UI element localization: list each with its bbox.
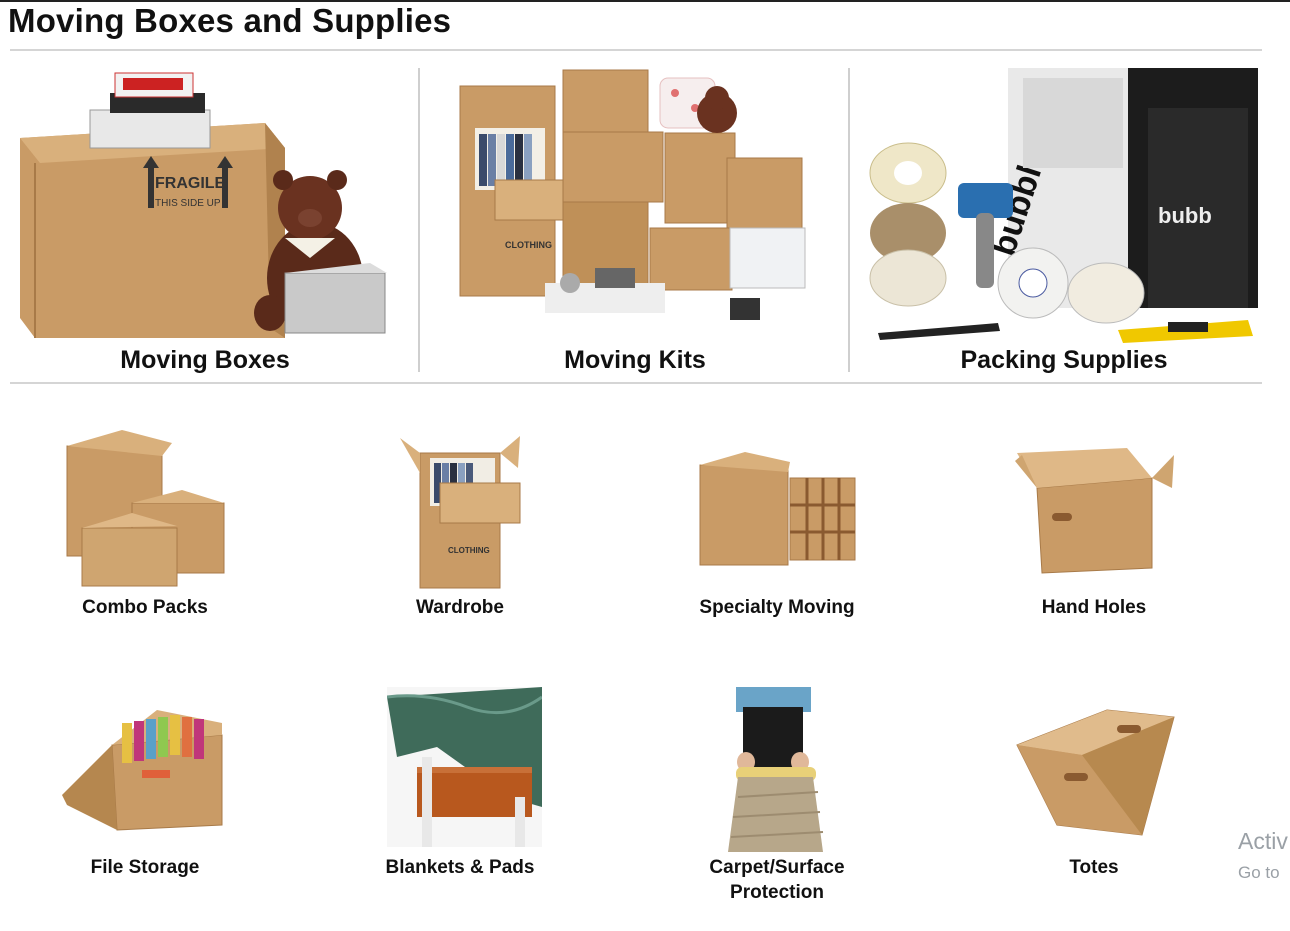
activation-watermark-title: Activ [1238, 828, 1288, 854]
hand-holes-image[interactable] [1012, 443, 1177, 578]
blankets-pads-image[interactable] [387, 687, 542, 847]
page-title: Moving Boxes and Supplies [8, 2, 452, 39]
specialty-moving-image[interactable] [695, 450, 860, 570]
wardrobe-label[interactable]: Wardrobe [416, 597, 504, 618]
column-divider [418, 68, 420, 372]
file-storage-label[interactable]: File Storage [90, 857, 200, 878]
svg-text:bubb: bubb [1158, 203, 1212, 228]
packing-supplies-image[interactable]: bubble bubb [868, 68, 1260, 343]
top-border [0, 0, 1290, 2]
featured-moving-kits-label[interactable]: Moving Kits [564, 346, 706, 374]
hand-holes-label[interactable]: Hand Holes [1041, 597, 1147, 618]
svg-text:FRAGILE: FRAGILE [155, 175, 226, 192]
file-storage-image[interactable] [62, 705, 227, 835]
svg-text:THIS SIDE UP: THIS SIDE UP [155, 198, 221, 209]
featured-moving-boxes-label[interactable]: Moving Boxes [120, 346, 290, 374]
totes-label[interactable]: Totes [1069, 857, 1119, 878]
moving-boxes-image[interactable]: FRAGILE THIS SIDE UP [15, 68, 395, 343]
svg-text:CLOTHING: CLOTHING [448, 546, 490, 555]
carpet-protection-image[interactable] [728, 687, 833, 852]
column-divider [848, 68, 850, 372]
featured-packing-supplies-label[interactable]: Packing Supplies [960, 346, 1168, 374]
blankets-pads-label[interactable]: Blankets & Pads [385, 857, 535, 878]
wardrobe-image[interactable]: CLOTHING [400, 428, 525, 590]
activation-watermark-subtitle: Go to [1238, 863, 1280, 882]
combo-packs-label[interactable]: Combo Packs [82, 597, 208, 618]
moving-kits-image[interactable]: CLOTHING [455, 68, 815, 343]
specialty-moving-label[interactable]: Specialty Moving [699, 597, 855, 618]
totes-image[interactable] [1012, 705, 1177, 840]
title-divider [10, 49, 1262, 51]
svg-text:CLOTHING: CLOTHING [505, 240, 552, 250]
combo-packs-image[interactable] [62, 428, 227, 588]
section-divider [10, 382, 1262, 384]
